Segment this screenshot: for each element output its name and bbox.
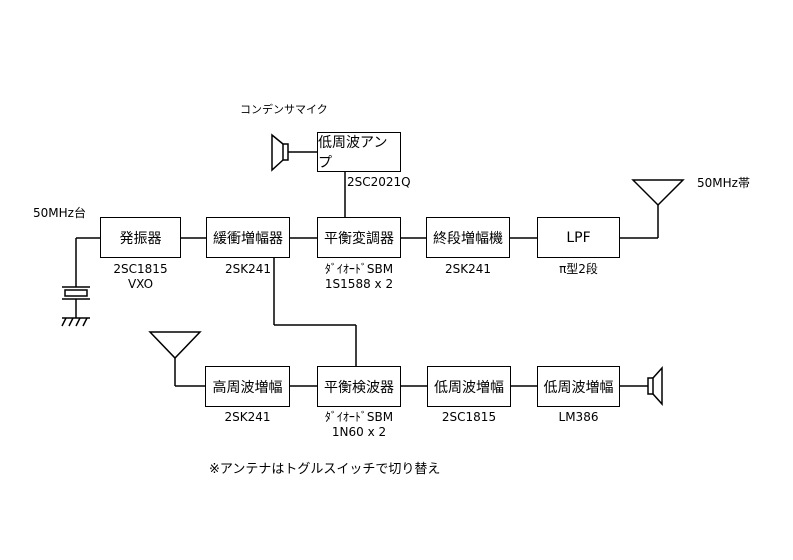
rx-antenna-icon	[148, 331, 202, 360]
antenna-switch-note: ※アンテナはトグルスイッチで切り替え	[209, 462, 441, 477]
tx-antenna-icon	[631, 179, 685, 207]
rf-amp-part: 2SK241	[224, 410, 271, 424]
af-amp-part: 2SC2021Q	[347, 175, 411, 189]
af-amp1-box: 低周波増幅	[427, 366, 511, 407]
mic-label: コンデンサマイク	[240, 103, 328, 116]
buffer-amp-box: 緩衝増幅器	[206, 217, 290, 258]
mic-icon	[271, 133, 284, 172]
crystal-body	[64, 289, 88, 297]
crystal-label: 50MHz台	[33, 206, 86, 220]
final-amp-box: 終段増幅機	[426, 217, 510, 258]
final-amp-part: 2SK241	[444, 262, 492, 276]
af-amp2-box: 低周波増幅	[537, 366, 620, 407]
rf-amp-box: 高周波増幅	[205, 366, 290, 407]
buffer-part: 2SK241	[224, 262, 272, 276]
af-amp-box: 低周波アンプ	[317, 132, 401, 172]
af-amp1-part: 2SC1815	[441, 410, 497, 424]
lpf-box: LPF	[537, 217, 620, 258]
oscillator-box: 発振器	[100, 217, 181, 258]
speaker-icon	[652, 366, 663, 406]
af-amp2-part: LM386	[558, 410, 599, 424]
balanced-detector-box: 平衡検波器	[317, 366, 401, 407]
lpf-part: π型2段	[559, 262, 598, 276]
speaker-body	[647, 377, 654, 395]
tx-antenna-label: 50MHz帯	[697, 176, 750, 190]
mic-body	[282, 143, 289, 161]
balanced-modulator-box: 平衡変調器	[317, 217, 401, 258]
